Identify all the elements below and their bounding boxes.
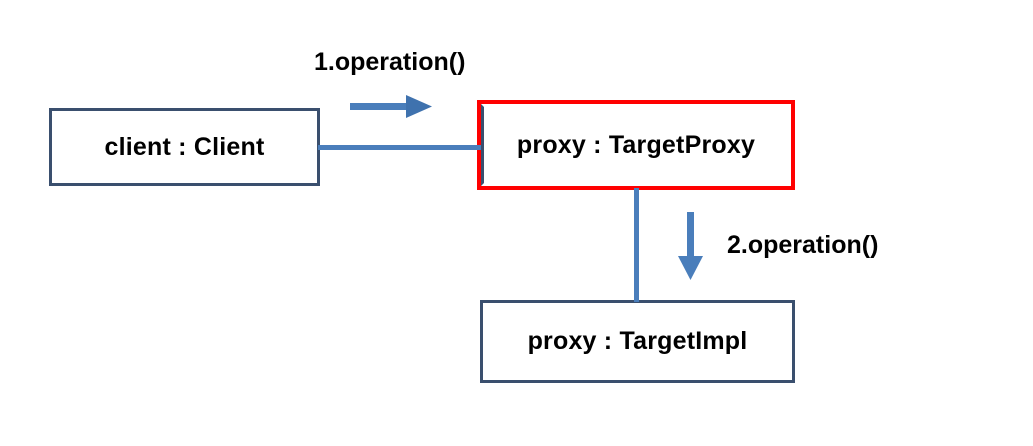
arrow-right-icon [350, 95, 432, 118]
node-client-label: client : Client [104, 132, 265, 161]
node-proxy-inner-border [481, 104, 791, 186]
arrow-down-icon [678, 212, 703, 280]
node-proxy[interactable]: proxy : TargetProxy [477, 100, 795, 190]
node-target-impl-label: proxy : TargetImpl [527, 327, 748, 355]
message-label-2: 2.operation() [727, 231, 879, 259]
node-proxy-label: proxy : TargetProxy [516, 130, 756, 159]
node-target-impl[interactable]: proxy : TargetImpl [480, 300, 795, 383]
message-label-1: 1.operation() [314, 48, 466, 76]
connector-client-to-proxy [318, 145, 481, 150]
connector-proxy-to-target-impl [634, 188, 639, 302]
node-client[interactable]: client : Client [49, 108, 320, 186]
